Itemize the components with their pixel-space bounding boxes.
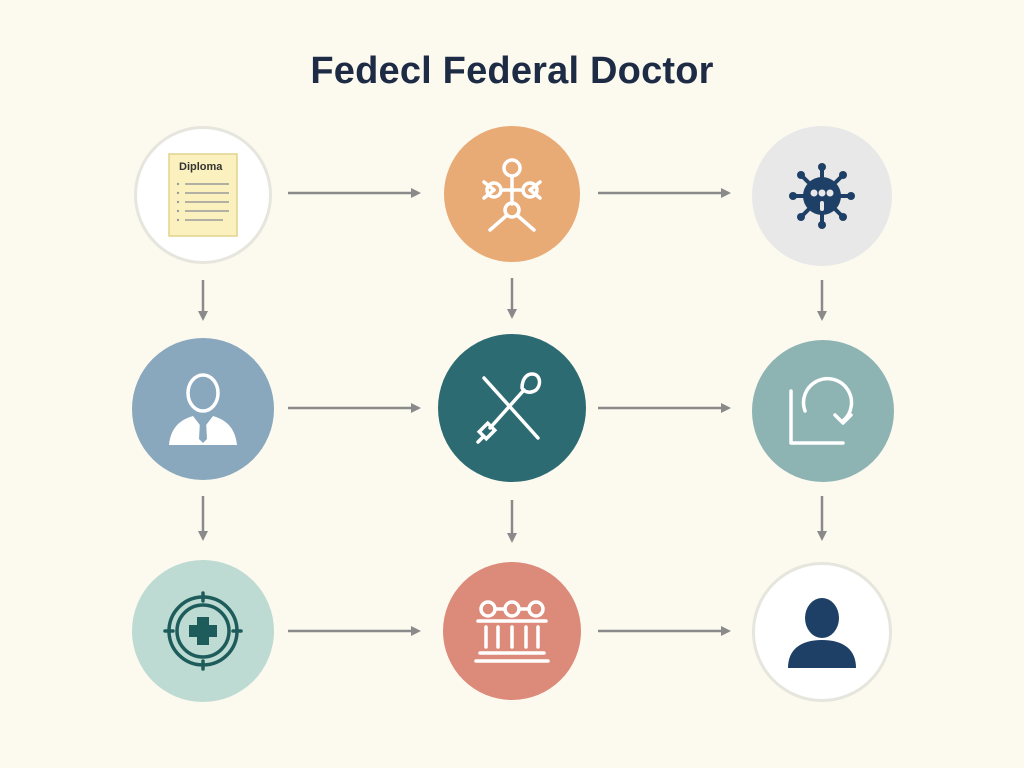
node-cycle bbox=[752, 340, 894, 482]
node-virus bbox=[752, 126, 892, 266]
node-diploma: Diploma bbox=[134, 126, 272, 264]
node-person bbox=[132, 338, 274, 480]
diploma-label: Diploma bbox=[179, 161, 223, 173]
crossed-instruments-icon bbox=[476, 372, 542, 444]
doctor-profile-icon bbox=[788, 598, 856, 668]
medical-cross-icon bbox=[163, 591, 243, 671]
node-institution bbox=[443, 562, 581, 700]
virus-icon bbox=[789, 163, 855, 229]
person-silhouette-icon bbox=[169, 373, 237, 445]
institution-columns-icon bbox=[474, 600, 550, 663]
diploma-document-icon: Diploma bbox=[168, 153, 238, 237]
page-title: Fedecl Federal Doctor bbox=[310, 50, 714, 92]
cycle-refresh-icon bbox=[789, 376, 854, 445]
node-doctor bbox=[752, 562, 892, 702]
node-medical bbox=[132, 560, 274, 702]
molecule-icon bbox=[482, 158, 542, 232]
node-molecule bbox=[444, 126, 580, 262]
node-instruments bbox=[438, 334, 586, 482]
